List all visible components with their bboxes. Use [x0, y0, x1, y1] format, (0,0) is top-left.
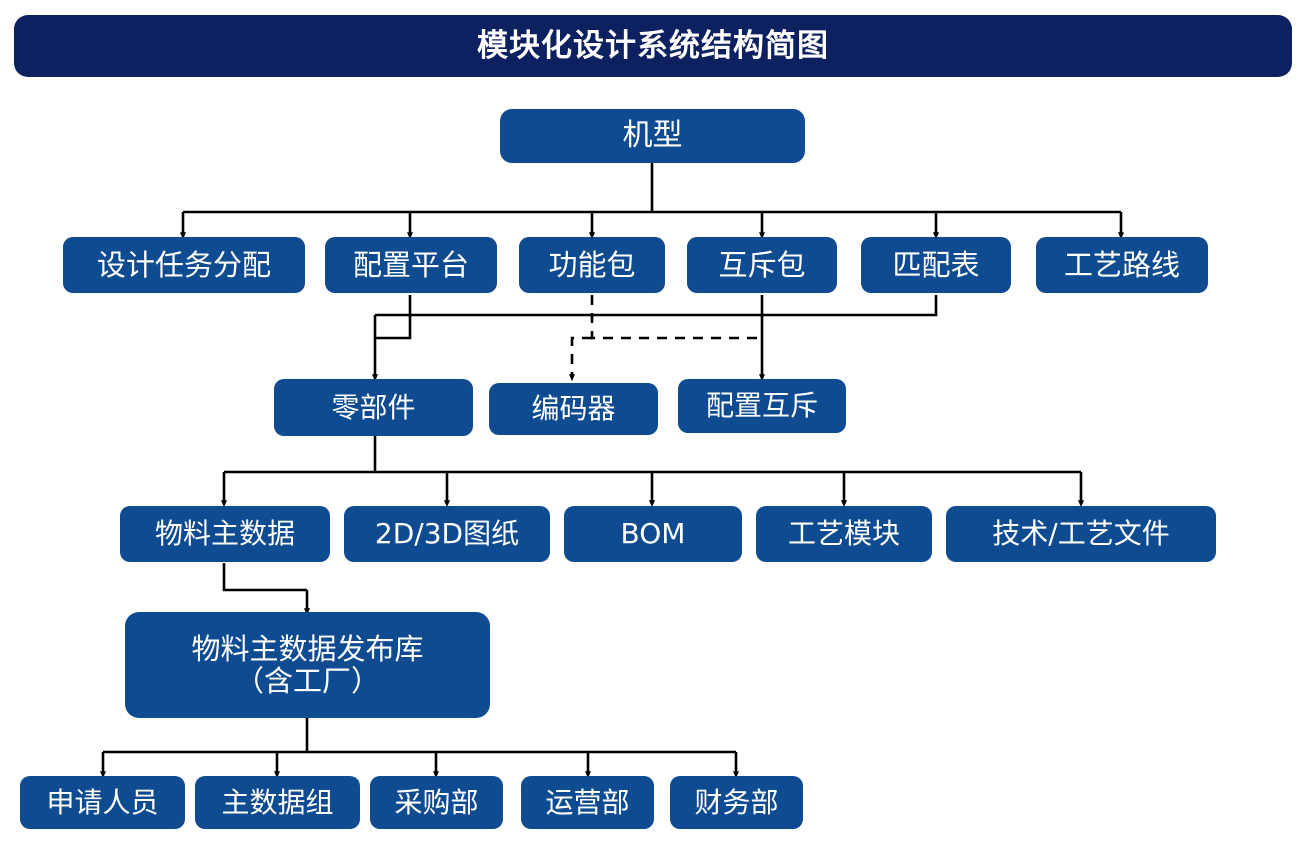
- node-wuliao-zhu-shuju[interactable]: 物料主数据: [120, 506, 330, 562]
- node-bianmaqi[interactable]: 编码器: [489, 383, 658, 435]
- diagram-title-bar: 模块化设计系统结构简图: [14, 15, 1292, 77]
- node-yunying-bu[interactable]: 运营部: [521, 776, 654, 829]
- node-bom[interactable]: BOM: [564, 506, 742, 562]
- node-zhu-shuju-zu[interactable]: 主数据组: [195, 776, 360, 829]
- node-wuliao-fabu-ku[interactable]: 物料主数据发布库 （含工厂）: [125, 612, 490, 718]
- edge-gongneng-bao-dashed-bus: [590, 295, 762, 340]
- node-jishu-gongyi-wenjian[interactable]: 技术/工艺文件: [946, 506, 1216, 562]
- node-gongneng-bao[interactable]: 功能包: [519, 237, 665, 293]
- edge-peizhi-pingtai-elbow: [375, 295, 412, 340]
- node-peizhi-pingtai[interactable]: 配置平台: [325, 237, 497, 293]
- node-lingbujian[interactable]: 零部件: [274, 379, 473, 436]
- node-gongyi-mokuai[interactable]: 工艺模块: [756, 506, 932, 562]
- node-caiwu-bu[interactable]: 财务部: [670, 776, 803, 829]
- node-caigou-bu[interactable]: 采购部: [370, 776, 503, 829]
- edge-wuliao-elbow: [222, 563, 307, 592]
- node-gongyi-luxian[interactable]: 工艺路线: [1036, 237, 1208, 293]
- node-sheji-renwu-fenpei[interactable]: 设计任务分配: [63, 237, 305, 293]
- node-pipei-biao[interactable]: 匹配表: [861, 237, 1011, 293]
- node-peizhi-huchi[interactable]: 配置互斥: [678, 379, 846, 433]
- node-tuzhi-2d3d[interactable]: 2D/3D图纸: [344, 506, 550, 562]
- node-huchi-bao[interactable]: 互斥包: [687, 237, 837, 293]
- node-shenqing-renyuan[interactable]: 申请人员: [20, 776, 185, 829]
- page-title: 模块化设计系统结构简图: [477, 27, 829, 64]
- edge-pipei-biao-bus: [375, 295, 938, 317]
- node-jixing[interactable]: 机型: [500, 109, 805, 163]
- edge-gongneng-bao-to-bianmaqi: [569, 336, 592, 382]
